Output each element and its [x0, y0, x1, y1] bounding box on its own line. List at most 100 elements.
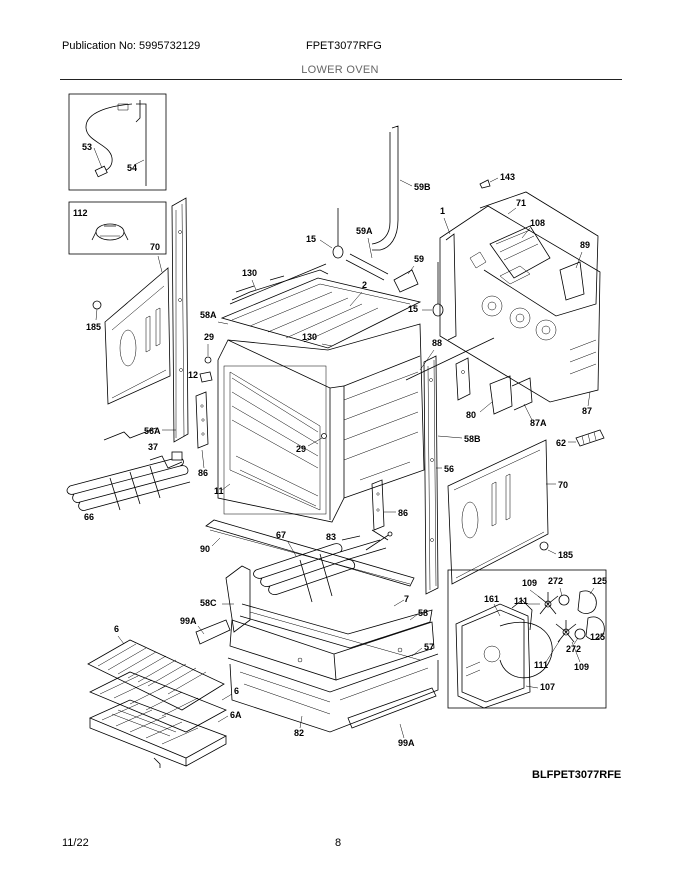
callout-12: 12: [188, 370, 198, 380]
callout-111-top: 111: [514, 596, 528, 606]
svg-text:15: 15: [306, 234, 316, 244]
left-side-panel: [104, 267, 171, 405]
callout-272-bottom: 272: [566, 644, 581, 654]
svg-text:2: 2: [362, 280, 367, 290]
svg-text:59B: 59B: [414, 182, 431, 192]
callout-59B: 59B: [414, 182, 431, 192]
svg-text:112: 112: [73, 208, 88, 218]
svg-text:57: 57: [424, 642, 434, 652]
callout-6-mid: 6: [234, 686, 239, 696]
oven-rack-upper: [87, 639, 225, 711]
svg-text:80: 80: [466, 410, 476, 420]
svg-text:90: 90: [200, 544, 210, 554]
svg-text:1: 1: [440, 206, 445, 216]
page-number: 8: [335, 837, 342, 849]
oven-rack-middle: [89, 671, 227, 733]
svg-text:56: 56: [444, 464, 454, 474]
svg-text:272: 272: [566, 644, 581, 654]
svg-text:58B: 58B: [464, 434, 481, 444]
callout-15-right: 15: [408, 304, 418, 314]
callout-99A-right: 99A: [398, 738, 415, 748]
callout-88: 88: [432, 338, 442, 348]
svg-text:56A: 56A: [144, 426, 161, 436]
callout-56: 56: [444, 464, 454, 474]
callout-67: 67: [276, 530, 286, 540]
svg-text:88: 88: [432, 338, 442, 348]
callout-82: 82: [294, 728, 304, 738]
svg-text:272: 272: [548, 576, 563, 586]
callout-29-left: 29: [204, 332, 214, 342]
svg-text:111: 111: [534, 660, 548, 670]
svg-text:6: 6: [234, 686, 239, 696]
callout-37: 37: [148, 442, 158, 452]
svg-text:161: 161: [484, 594, 499, 604]
svg-text:99A: 99A: [398, 738, 415, 748]
svg-text:12: 12: [188, 370, 198, 380]
svg-text:54: 54: [127, 163, 137, 173]
callout-86-right: 86: [398, 508, 408, 518]
callout-71: 71: [516, 198, 526, 208]
svg-text:83: 83: [326, 532, 336, 542]
callout-58: 58: [418, 608, 428, 618]
svg-text:111: 111: [514, 596, 528, 606]
callout-161: 161: [484, 594, 499, 604]
callout-70-left: 70: [150, 242, 160, 252]
callout-53: 53: [82, 142, 92, 152]
oven-top-cover: [220, 263, 422, 349]
svg-text:59: 59: [414, 254, 424, 264]
header-divider: [60, 79, 622, 80]
svg-text:66: 66: [84, 512, 94, 522]
oven-cavity: [217, 323, 425, 523]
callout-130-top: 130: [242, 268, 257, 278]
svg-text:37: 37: [148, 442, 158, 452]
fan-blade-lower: [555, 620, 577, 643]
callout-109-top: 109: [522, 578, 537, 588]
bracket-87A: [489, 375, 533, 415]
callout-83: 83: [326, 532, 336, 542]
svg-text:82: 82: [294, 728, 304, 738]
callout-87: 87: [582, 406, 592, 416]
callout-58B: 58B: [464, 434, 481, 444]
callout-54: 54: [127, 163, 137, 173]
svg-text:6: 6: [114, 624, 119, 634]
svg-text:86: 86: [198, 468, 208, 478]
callout-29-right: 29: [296, 444, 306, 454]
svg-text:29: 29: [296, 444, 306, 454]
callout-62: 62: [556, 438, 566, 448]
callout-89: 89: [580, 240, 590, 250]
vent-tube-assembly: [332, 125, 444, 317]
callout-185-left: 185: [86, 322, 101, 332]
callout-90: 90: [200, 544, 210, 554]
broil-element: [253, 539, 387, 603]
svg-text:62: 62: [556, 438, 566, 448]
svg-text:53: 53: [82, 142, 92, 152]
revision-date: 11/22: [62, 837, 89, 849]
terminal-block-62: [575, 429, 605, 447]
svg-text:99A: 99A: [180, 616, 197, 626]
callout-2: 2: [362, 280, 367, 290]
svg-text:143: 143: [500, 172, 515, 182]
callout-107: 107: [540, 682, 555, 692]
callout-86-left: 86: [198, 468, 208, 478]
bracket-80: [455, 357, 471, 401]
callout-58C: 58C: [200, 598, 217, 608]
callout-125-bottom: 125: [590, 632, 605, 642]
svg-text:58: 58: [418, 608, 428, 618]
callout-56A: 56A: [144, 426, 161, 436]
section-title: LOWER OVEN: [301, 64, 379, 76]
callout-112: 112: [73, 208, 88, 218]
svg-text:29: 29: [204, 332, 214, 342]
callout-6-top: 6: [114, 624, 119, 634]
callout-109-bottom: 109: [574, 662, 589, 672]
callout-272-top: 272: [548, 576, 563, 586]
svg-text:15: 15: [408, 304, 418, 314]
callout-185-right: 185: [558, 550, 573, 560]
callout-66: 66: [84, 512, 94, 522]
callout-6A: 6A: [230, 710, 242, 720]
svg-text:108: 108: [530, 218, 545, 228]
svg-text:6A: 6A: [230, 710, 242, 720]
right-side-panel: [447, 439, 549, 585]
callout-59: 59: [414, 254, 424, 264]
svg-text:86: 86: [398, 508, 408, 518]
